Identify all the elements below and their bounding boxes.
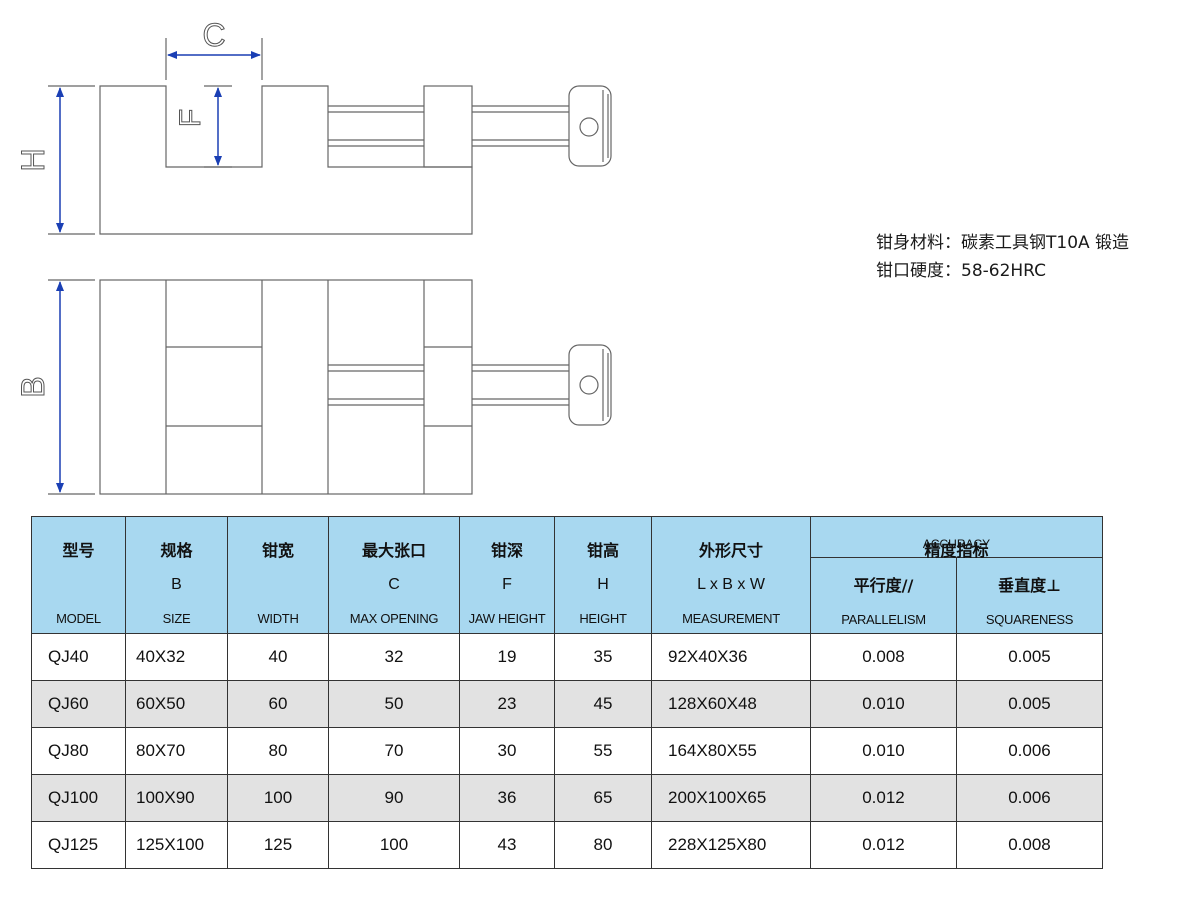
- cell-squareness: 0.008: [956, 821, 1103, 869]
- cell-jaw-height: 43: [459, 821, 555, 869]
- dim-label-b: B: [15, 376, 51, 397]
- cell-max-opening: 50: [328, 680, 460, 728]
- cell-model: QJ100: [31, 774, 126, 822]
- dim-label-f: F: [174, 109, 207, 127]
- cell-parallelism: 0.012: [810, 774, 957, 822]
- vise-diagram: C F H B: [15, 17, 612, 495]
- cell-jaw-height: 30: [459, 727, 555, 775]
- cell-parallelism: 0.008: [810, 633, 957, 681]
- cell-jaw-height: 36: [459, 774, 555, 822]
- cell-jaw-height: 23: [459, 680, 555, 728]
- cell-width: 40: [227, 633, 329, 681]
- cell-height: 35: [554, 633, 652, 681]
- material-note: 钳身材料：碳素工具钢T10A 锻造 钳口硬度：58-62HRC: [876, 229, 1129, 285]
- cell-measurement: 164X80X55: [651, 727, 811, 775]
- header-max-opening: 最大张口 C MAX OPENING: [328, 516, 460, 634]
- spec-table: 型号 MODEL 规格 B SIZE 钳宽 WIDTH 最大张口 C MAX O…: [31, 516, 1103, 869]
- cell-max-opening: 32: [328, 633, 460, 681]
- cell-size: 60X50: [125, 680, 228, 728]
- cell-height: 80: [554, 821, 652, 869]
- header-width: 钳宽 WIDTH: [227, 516, 329, 634]
- cell-width: 60: [227, 680, 329, 728]
- cell-model: QJ40: [31, 633, 126, 681]
- header-jaw-height: 钳深 F JAW HEIGHT: [459, 516, 555, 634]
- cell-max-opening: 100: [328, 821, 460, 869]
- header-height: 钳高 H HEIGHT: [554, 516, 652, 634]
- top-view: [48, 279, 612, 495]
- table-row: QJ60 60X50 60 50 23 45 128X60X48 0.010 0…: [31, 680, 1103, 728]
- note-material: 钳身材料：碳素工具钢T10A 锻造: [876, 233, 1130, 253]
- cell-measurement: 128X60X48: [651, 680, 811, 728]
- cell-model: QJ80: [31, 727, 126, 775]
- cell-measurement: 228X125X80: [651, 821, 811, 869]
- cell-model: QJ60: [31, 680, 126, 728]
- cell-squareness: 0.006: [956, 774, 1103, 822]
- note-hardness: 钳口硬度：58-62HRC: [876, 261, 1047, 281]
- cell-squareness: 0.005: [956, 680, 1103, 728]
- cell-measurement: 200X100X65: [651, 774, 811, 822]
- cell-size: 40X32: [125, 633, 228, 681]
- table-row: QJ100 100X90 100 90 36 65 200X100X65 0.0…: [31, 774, 1103, 822]
- cell-width: 125: [227, 821, 329, 869]
- cell-model: QJ125: [31, 821, 126, 869]
- table-row: QJ80 80X70 80 70 30 55 164X80X55 0.010 0…: [31, 727, 1103, 775]
- cell-jaw-height: 19: [459, 633, 555, 681]
- dim-label-c: C: [202, 17, 225, 53]
- cell-squareness: 0.006: [956, 727, 1103, 775]
- cell-size: 125X100: [125, 821, 228, 869]
- cell-height: 55: [554, 727, 652, 775]
- cell-height: 45: [554, 680, 652, 728]
- cell-measurement: 92X40X36: [651, 633, 811, 681]
- table-row: QJ40 40X32 40 32 19 35 92X40X36 0.008 0.…: [31, 633, 1103, 681]
- cell-parallelism: 0.010: [810, 680, 957, 728]
- header-size: 规格 B SIZE: [125, 516, 228, 634]
- side-view: [48, 38, 612, 235]
- cell-max-opening: 70: [328, 727, 460, 775]
- cell-width: 100: [227, 774, 329, 822]
- header-squareness: 垂直度⊥ SQUARENESS: [956, 557, 1103, 634]
- cell-max-opening: 90: [328, 774, 460, 822]
- cell-size: 100X90: [125, 774, 228, 822]
- cell-height: 65: [554, 774, 652, 822]
- dim-label-h: H: [15, 148, 51, 171]
- cell-parallelism: 0.010: [810, 727, 957, 775]
- cell-parallelism: 0.012: [810, 821, 957, 869]
- header-model: 型号 MODEL: [31, 516, 126, 634]
- cell-width: 80: [227, 727, 329, 775]
- header-parallelism: 平行度// PARALLELISM: [810, 557, 957, 634]
- cell-size: 80X70: [125, 727, 228, 775]
- header-measurement: 外形尺寸 L x B x W MEASUREMENT: [651, 516, 811, 634]
- table-row: QJ125 125X100 125 100 43 80 228X125X80 0…: [31, 821, 1103, 869]
- cell-squareness: 0.005: [956, 633, 1103, 681]
